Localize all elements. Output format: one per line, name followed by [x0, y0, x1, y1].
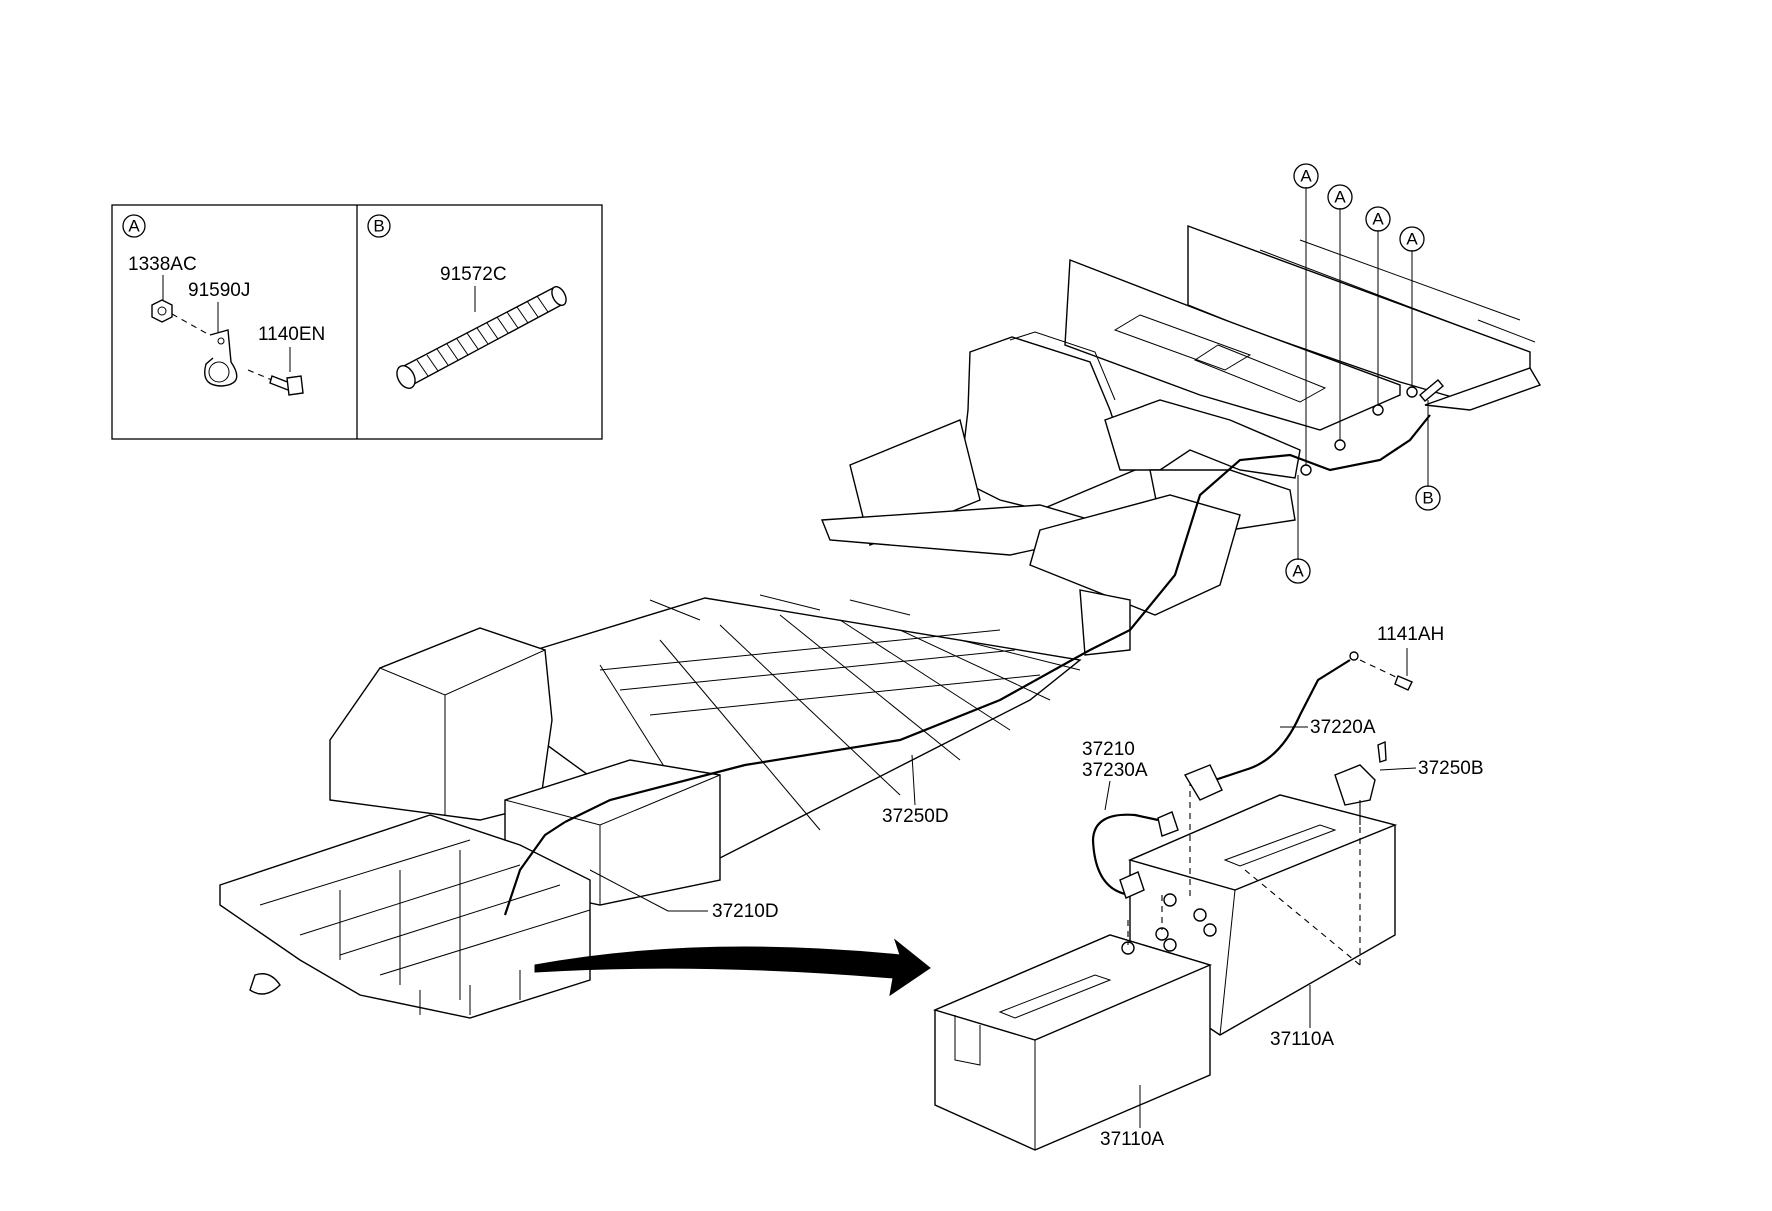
battery-right-top — [1127, 794, 1398, 891]
rear-frame-rails — [1259, 239, 1536, 343]
frame-marker-a-3-circle — [1365, 206, 1391, 232]
battery-left-label-plate — [998, 974, 1112, 1019]
frame-marker-a-5: A — [1292, 562, 1304, 581]
rear-deck-cutout-1 — [1113, 314, 1252, 371]
part-callouts: 1141AH 37220A 37210 37230A 37250B 37250D… — [589, 624, 1484, 1150]
battery-terminals — [1121, 893, 1217, 955]
front-frame-members — [259, 839, 591, 1015]
inset-b-marker-circle — [367, 214, 391, 238]
inset-panel: A 1338AC 91590J 1140EN B 91572C — [111, 204, 603, 440]
battery-right-label-plate — [1223, 824, 1337, 867]
frame-step-bracket — [1079, 589, 1131, 656]
engine-hood-block — [329, 627, 553, 821]
terminal-alignment-dashes — [1127, 780, 1361, 966]
inset-b: B 91572C — [367, 214, 567, 389]
frame-marker-b-circle — [1415, 485, 1441, 511]
nut-icon — [151, 299, 173, 323]
cable-37220A — [1204, 659, 1351, 791]
bolt-1141AH-icon — [1394, 675, 1413, 691]
label-1338AC: 1338AC — [128, 254, 197, 275]
frame-step-section — [1029, 494, 1241, 616]
nut-hole — [157, 306, 167, 316]
label-37210: 37210 — [1082, 739, 1135, 760]
frame-marker-a-2: A — [1334, 188, 1346, 207]
label-37220A: 37220A — [1310, 717, 1376, 738]
frame-marker-b: B — [1422, 489, 1433, 508]
label-37250B: 37250B — [1418, 758, 1484, 779]
rear-deck-cutout-2 — [1193, 344, 1327, 403]
label-37210D: 37210D — [712, 901, 779, 922]
label-37250D: 37250D — [882, 806, 949, 827]
frame-marker-a-5-circle — [1285, 558, 1311, 584]
cable-37210D — [503, 821, 566, 916]
frame-marker-a-1-circle — [1293, 163, 1319, 189]
terminal-37250B-icon — [1334, 764, 1376, 806]
frame-marker-a-3: A — [1372, 210, 1384, 229]
rear-frame-end — [1424, 367, 1542, 411]
label-1141AH: 1141AH — [1377, 624, 1444, 645]
bolt-1141AH-axis — [1359, 659, 1399, 679]
label-37110A-right: 37110A — [1270, 1029, 1334, 1050]
label-1140EN: 1140EN — [258, 324, 325, 345]
corrugated-tube-icon — [396, 286, 567, 389]
inset-a-marker-circle — [122, 214, 146, 238]
battery-assembly — [932, 780, 1398, 1151]
frame-marker-a-2-circle — [1327, 184, 1353, 210]
bolt-head — [286, 375, 304, 396]
battery-left-handle — [954, 1015, 981, 1066]
tow-hook-icon — [249, 973, 281, 995]
frame-marker-a-4-circle — [1399, 226, 1425, 252]
inset-a-marker: A — [128, 217, 140, 236]
label-91590J: 91590J — [188, 280, 250, 301]
cable-clip-points — [1300, 379, 1444, 476]
bolt-axis-dash — [247, 369, 273, 381]
terminal-clamp-37230A — [1157, 811, 1179, 837]
frame-marker-callouts: A A A A A B — [1285, 163, 1441, 584]
cab-roof-line — [1009, 331, 1116, 401]
clip-hole — [217, 337, 225, 345]
inset-a: A 1338AC 91590J 1140EN — [122, 214, 325, 396]
terminal-clamp-37210 — [1119, 871, 1145, 899]
label-37230A: 37230A — [1082, 760, 1148, 781]
cable-end-sleeve — [1419, 379, 1444, 402]
cable-eyelet — [1349, 651, 1359, 661]
cable-37230A — [1091, 813, 1159, 897]
clip-ring — [208, 361, 230, 383]
frame-marker-a-4: A — [1406, 230, 1418, 249]
detail-arrow-icon — [534, 938, 931, 997]
vehicle-chassis — [219, 224, 1542, 1019]
frame-marker-a-1: A — [1300, 167, 1312, 186]
rear-frame-deck — [1064, 259, 1401, 431]
label-37110A-left: 37110A — [1100, 1129, 1164, 1150]
label-91572C: 91572C — [440, 264, 507, 285]
inset-b-marker: B — [373, 217, 384, 236]
engine-hood-top — [378, 627, 547, 696]
terminal-cover-37220A — [1183, 764, 1223, 801]
front-lower-frame — [219, 814, 591, 1019]
main-cable-37250D — [564, 414, 1431, 823]
